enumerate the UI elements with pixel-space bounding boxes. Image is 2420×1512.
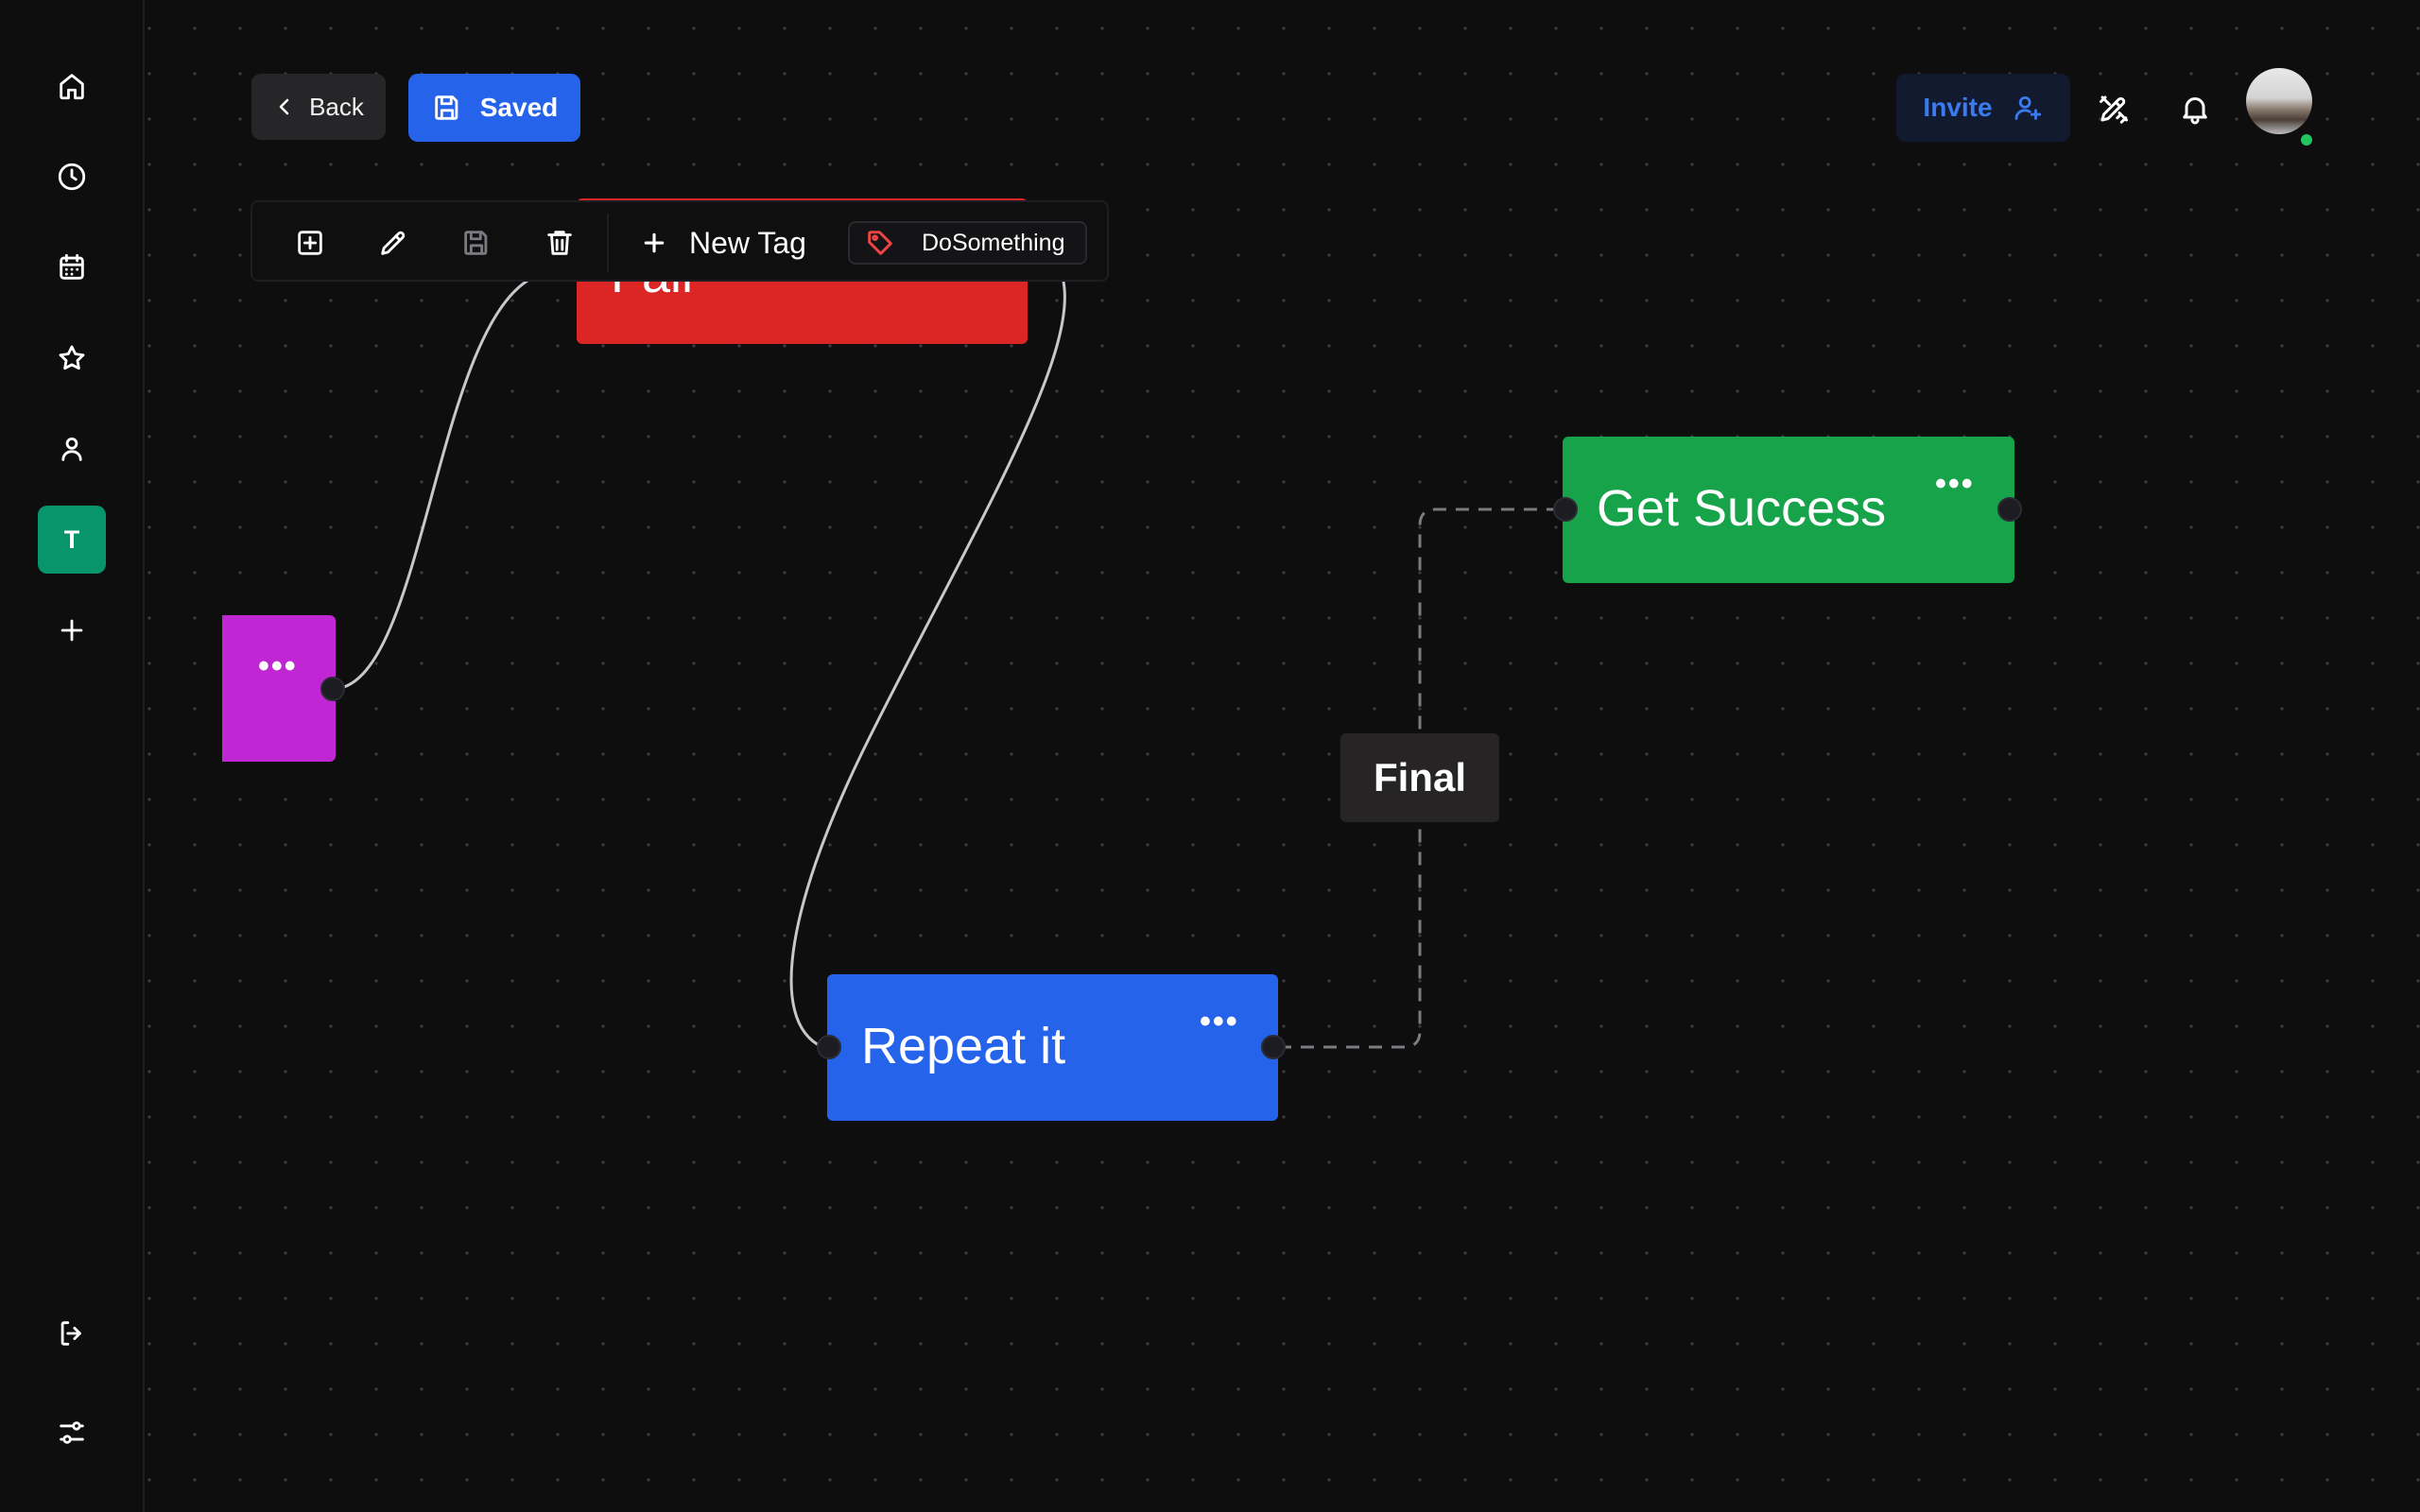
sidebar-item-workspace[interactable]: T: [38, 506, 106, 574]
clock-icon: [58, 163, 86, 191]
save-icon: [435, 95, 458, 120]
calendar-icon: [60, 253, 84, 280]
home-icon: [60, 74, 84, 100]
avatar[interactable]: [2246, 68, 2312, 134]
toolbar-divider: [607, 214, 609, 272]
sidebar-item-add-workspace[interactable]: [38, 596, 106, 664]
delete-node-button[interactable]: [536, 219, 583, 266]
node-handle-source[interactable]: [1261, 1035, 1286, 1059]
sidebar: T: [0, 0, 145, 1512]
saved-button[interactable]: Saved: [408, 74, 580, 142]
chevron-left-icon: [279, 98, 289, 115]
node-handle-source[interactable]: [1997, 497, 2022, 522]
back-button[interactable]: Back: [251, 74, 386, 140]
back-button-label: Back: [309, 92, 364, 121]
sidebar-item-calendar[interactable]: [38, 233, 106, 301]
user-plus-icon: [2014, 95, 2041, 120]
settings-sliders-icon: [60, 1421, 84, 1444]
square-plus-icon: [298, 231, 322, 255]
node-menu-icon[interactable]: •••: [1200, 1004, 1239, 1040]
node-menu-icon[interactable]: •••: [258, 648, 298, 684]
flow-node-purple[interactable]: •••: [222, 615, 336, 762]
saved-button-label: Saved: [479, 93, 559, 122]
bell-icon: [2183, 97, 2207, 125]
sidebar-item-home[interactable]: [38, 52, 106, 120]
invite-button-label: Invite: [1923, 93, 1993, 122]
node-handle-target[interactable]: [817, 1035, 841, 1059]
node-handle-target[interactable]: [1553, 497, 1578, 522]
star-icon: [59, 345, 85, 370]
tag-chip-label: DoSomething: [922, 229, 1065, 256]
edge-label-final[interactable]: Final: [1340, 733, 1499, 822]
save-node-button[interactable]: [453, 219, 500, 266]
pencil-ruler-icon: [2100, 95, 2128, 124]
online-status-dot: [2298, 131, 2315, 148]
node-toolbar: New Tag DoSomething: [251, 200, 1109, 282]
edit-node-button[interactable]: [370, 219, 417, 266]
save-icon: [464, 231, 488, 255]
flow-node-repeat-it[interactable]: Repeat it •••: [827, 974, 1278, 1121]
new-tag-button[interactable]: New Tag: [640, 219, 806, 266]
plus-icon: [60, 619, 83, 642]
tag-icon: [868, 231, 892, 255]
sidebar-item-profile[interactable]: [38, 415, 106, 483]
notifications-button[interactable]: [2171, 85, 2219, 132]
sidebar-item-preferences[interactable]: [38, 1399, 106, 1467]
pencil-icon: [381, 231, 406, 255]
new-tag-label: New Tag: [689, 225, 806, 260]
plus-icon: [644, 232, 665, 253]
sidebar-item-favorites[interactable]: [38, 324, 106, 392]
node-menu-icon[interactable]: •••: [1935, 466, 1975, 502]
node-label-get-success: Get Success: [1597, 480, 1887, 537]
add-node-button[interactable]: [286, 219, 334, 266]
tag-chip[interactable]: DoSomething: [848, 221, 1087, 265]
invite-button[interactable]: Invite: [1896, 74, 2070, 142]
logout-icon: [60, 1321, 81, 1346]
tools-button[interactable]: [2090, 85, 2137, 132]
sidebar-item-history[interactable]: [38, 143, 106, 211]
workspace-badge-label: T: [63, 524, 80, 554]
node-label-repeat-it: Repeat it: [861, 1018, 1066, 1074]
node-handle-source[interactable]: [320, 677, 345, 701]
sidebar-item-logout[interactable]: [38, 1299, 106, 1367]
trash-icon: [547, 231, 572, 255]
flow-node-get-success[interactable]: Get Success •••: [1563, 437, 2014, 583]
edge-label-text: Final: [1373, 755, 1466, 799]
user-icon: [61, 437, 82, 461]
